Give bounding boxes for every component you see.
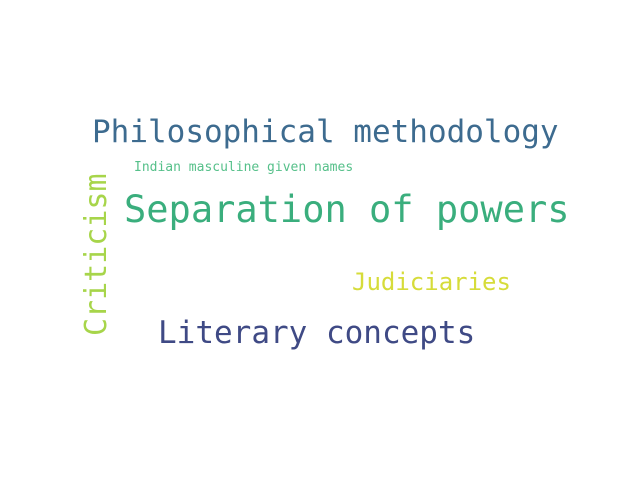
word-indian-masculine-given-names: Indian masculine given names (134, 160, 354, 175)
word-judiciaries: Judiciaries (352, 268, 511, 296)
word-literary-concepts: Literary concepts (158, 315, 476, 351)
word-criticism: Criticism (79, 173, 114, 336)
word-philosophical-methodology: Philosophical methodology (92, 114, 559, 150)
word-separation-of-powers: Separation of powers (124, 188, 570, 231)
